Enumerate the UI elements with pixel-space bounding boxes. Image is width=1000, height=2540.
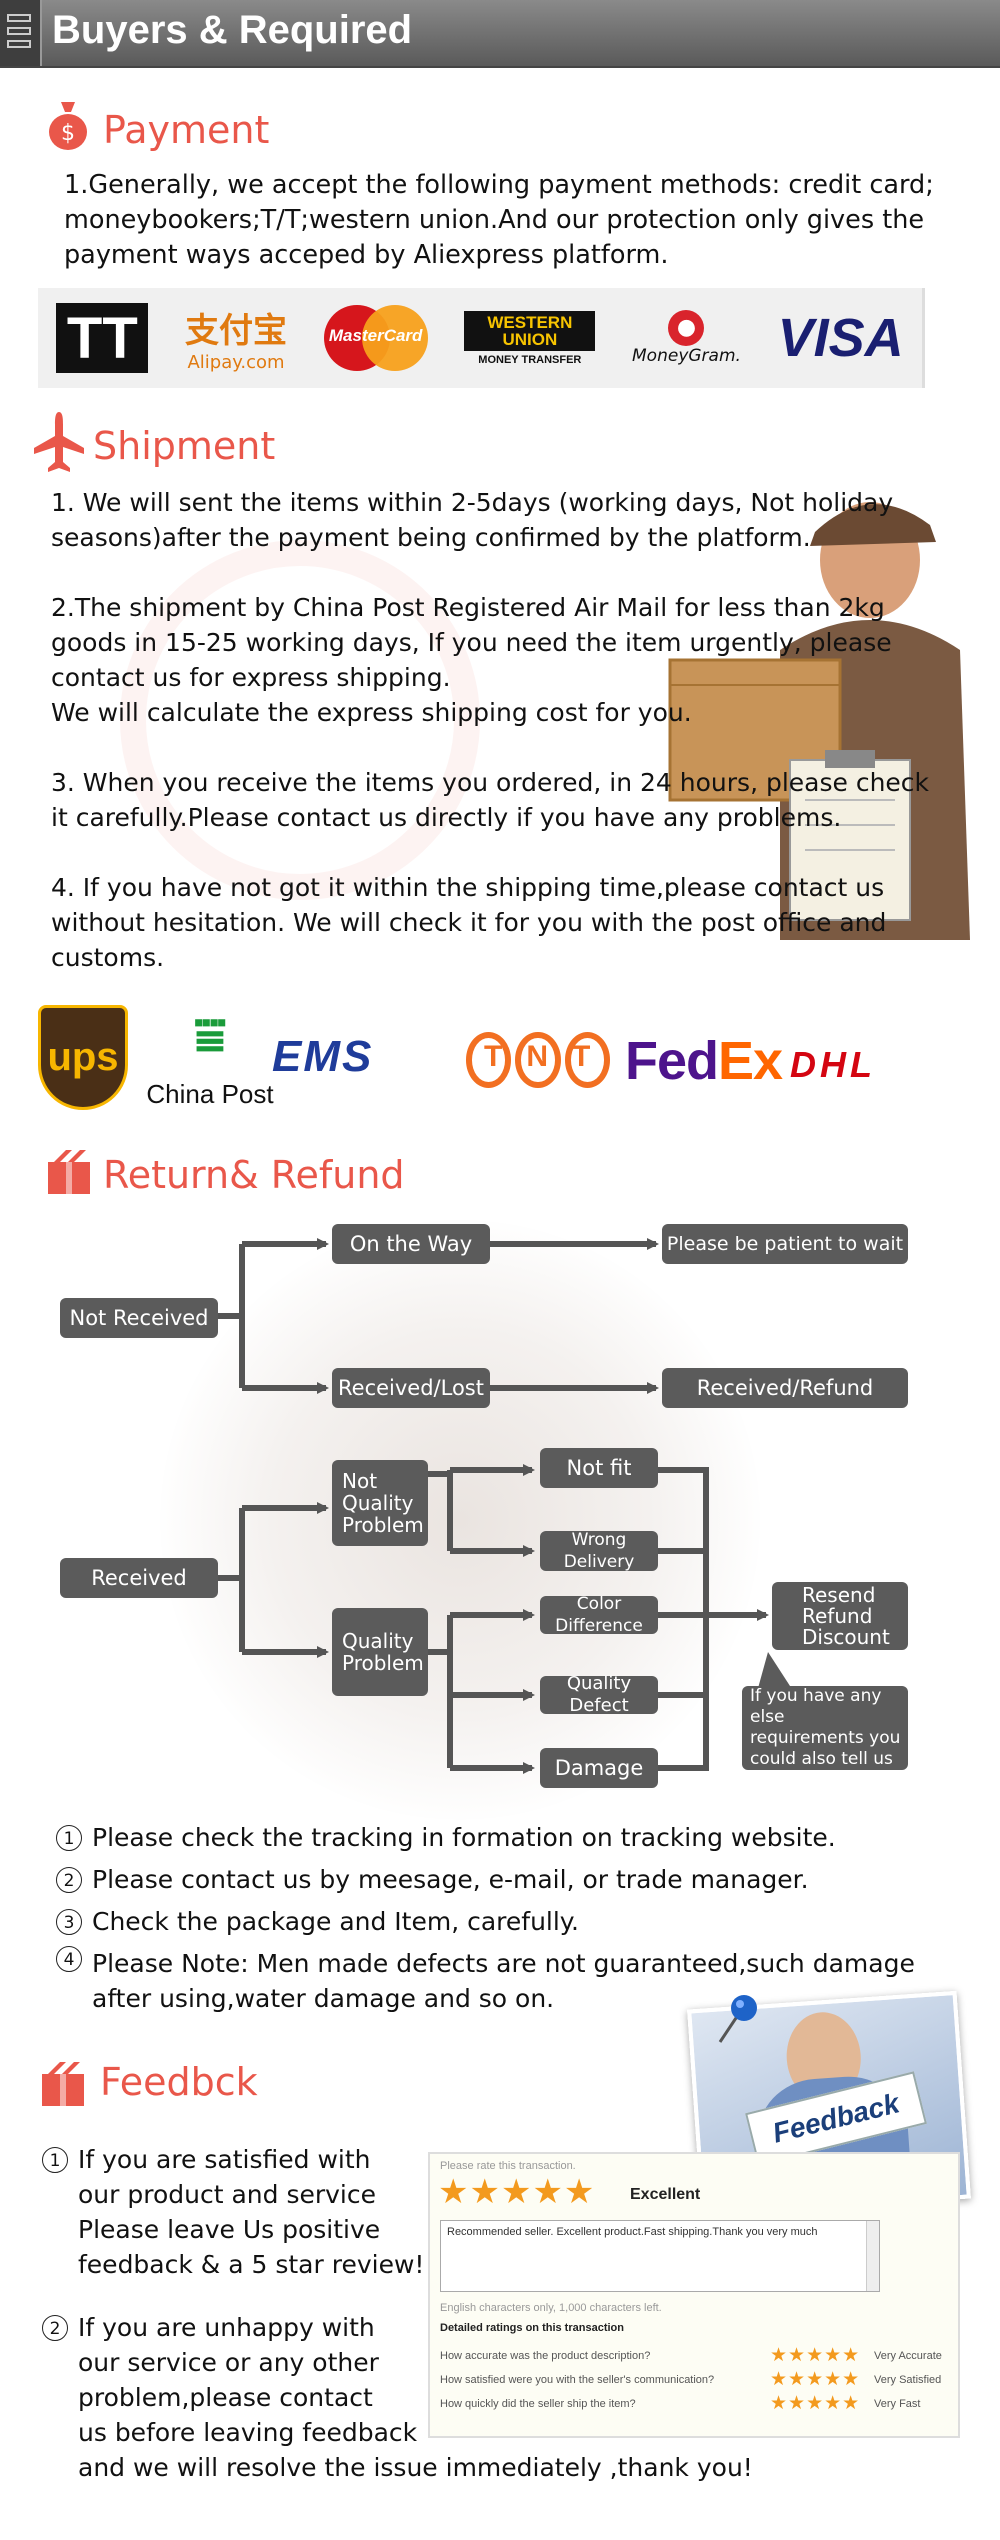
- section-header: [0, 0, 1000, 68]
- payment-logos: TT 支付宝 Alipay.com MasterCard WESTERN UNI…: [38, 288, 925, 388]
- node-received: Received: [60, 1558, 218, 1598]
- feedback-title: Feedbck: [100, 2060, 258, 2104]
- pushpin-icon: [718, 1995, 757, 2043]
- shipment-p3: 3. When you receive the items you ordere…: [51, 768, 930, 832]
- money-bag-icon: $: [49, 102, 87, 150]
- china-post-logo: ⩸ China Post: [146, 1006, 274, 1109]
- rating-stars[interactable]: ★★★★★: [770, 2345, 861, 2366]
- gift-box-icon: [42, 2062, 84, 2106]
- ems-logo: EMS: [272, 1032, 374, 1081]
- node-quality-defect: Quality Defect: [540, 1673, 658, 1716]
- payment-text: 1.Generally, we accept the following pay…: [64, 170, 934, 270]
- node-not-fit: Not fit: [540, 1448, 658, 1488]
- background-wash: [160, 1220, 760, 1820]
- rating-row-communication: How satisfied were you with the seller's…: [440, 2369, 942, 2390]
- node-received-lost: Received/Lost: [332, 1368, 490, 1408]
- node-wrong-delivery: Wrong Delivery: [540, 1530, 658, 1572]
- tnt-logo: [466, 1032, 610, 1088]
- fedex-logo: FedEx: [625, 1031, 783, 1091]
- tt-logo: TT: [56, 303, 149, 373]
- node-quality-problem: Quality Problem: [332, 1608, 428, 1696]
- node-received-refund: Received/Refund: [662, 1368, 908, 1408]
- gift-box-icon: [48, 1150, 90, 1194]
- alipay-logo: 支付宝 Alipay.com: [185, 311, 287, 373]
- rating-row-description: How accurate was the product description…: [440, 2345, 942, 2366]
- refund-title: Return& Refund: [103, 1153, 405, 1197]
- comment-textarea[interactable]: Recommended seller. Excellent product.Fa…: [440, 2220, 880, 2292]
- moneygram-logo: ● MoneyGram.: [632, 310, 741, 366]
- shipment-title: Shipment: [93, 424, 276, 468]
- flowchart-connectors: [218, 1238, 790, 1774]
- node-resend-refund-discount: Resend Refund Discount: [772, 1582, 908, 1650]
- node-not-received: Not Received: [60, 1298, 218, 1338]
- feedback-item-2: 2 If you are unhappy with our service or…: [42, 2310, 942, 2485]
- courier-illustration: [668, 502, 970, 940]
- overall-stars[interactable]: ★★★★★: [438, 2173, 596, 2211]
- rating-stars[interactable]: ★★★★★: [770, 2369, 861, 2390]
- ups-logo: ups: [38, 1005, 128, 1110]
- node-else-requirements: If you have any else requirements you co…: [742, 1686, 908, 1770]
- character-limit: English characters only, 1,000 character…: [440, 2302, 662, 2314]
- node-be-patient: Please be patient to wait: [662, 1224, 908, 1264]
- node-not-quality-problem: Not Quality Problem: [332, 1460, 428, 1546]
- overall-rating: Excellent: [630, 2186, 701, 2203]
- detailed-ratings-heading: Detailed ratings on this transaction: [440, 2322, 624, 2334]
- feedback-widget: Please rate this transaction. ★★★★★ Exce…: [428, 2152, 960, 2438]
- rating-stars[interactable]: ★★★★★: [770, 2393, 861, 2414]
- svg-text:$: $: [61, 121, 75, 146]
- western-union-logo: WESTERN UNION MONEY TRANSFER: [464, 310, 596, 366]
- dhl-logo: DHL: [790, 1044, 876, 1085]
- textarea-scrollbar[interactable]: [866, 2221, 879, 2291]
- page-title: Buyers & Required: [52, 8, 413, 52]
- tnt-text: TNT: [484, 1040, 615, 1073]
- feedback-item-1: 1 If you are satisfied with our product …: [42, 2142, 442, 2282]
- node-color-difference: Color Difference: [540, 1594, 658, 1636]
- mastercard-logo: MasterCard: [323, 305, 428, 371]
- list-icon: [0, 0, 42, 66]
- shipment-p1: 1. We will sent the items within 2-5days…: [51, 488, 894, 552]
- rating-row-shipping: How quickly did the seller ship the item…: [440, 2393, 921, 2414]
- visa-logo: VISA: [777, 308, 904, 368]
- payment-title: Payment: [103, 108, 270, 152]
- shipment-p2: 2.The shipment by China Post Registered …: [51, 593, 892, 727]
- node-damage: Damage: [540, 1748, 658, 1788]
- rating-prompt: Please rate this transaction.: [440, 2160, 576, 2172]
- shipment-p4: 4. If you have not got it within the shi…: [51, 873, 887, 972]
- airplane-icon: [34, 412, 84, 472]
- node-on-the-way: On the Way: [332, 1224, 490, 1264]
